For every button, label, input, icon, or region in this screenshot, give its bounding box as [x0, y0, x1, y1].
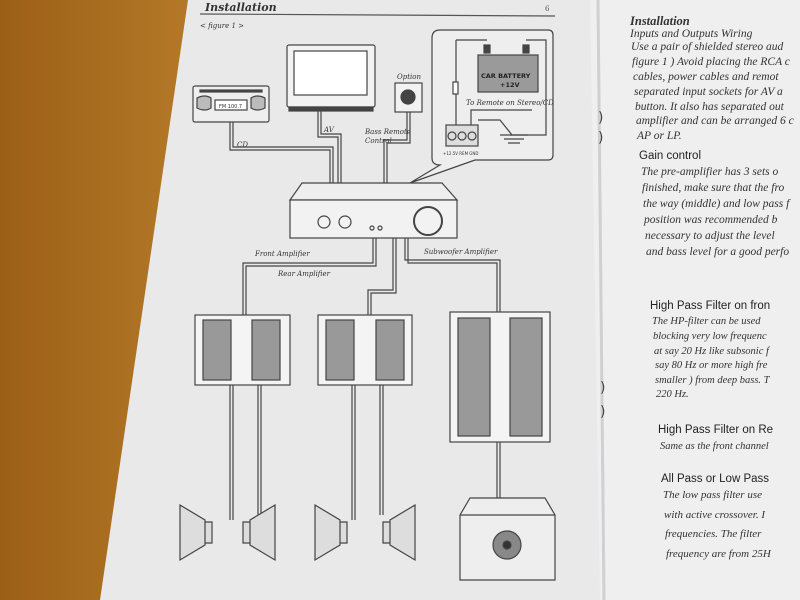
hpf-front-line: blocking very low frequenc	[653, 331, 767, 342]
av-label: AV	[323, 126, 335, 134]
front-speakers	[179, 503, 276, 562]
hpf-front-heading: High Pass Filter on fron	[650, 300, 771, 312]
lpf-line: frequencies. The filter	[665, 528, 762, 540]
book-spine	[596, 0, 606, 600]
intro-line: figure 1 ) Avoid placing the RCA c	[632, 56, 790, 68]
fuse-icon	[452, 81, 459, 95]
binding-ring-mark: )	[600, 404, 606, 420]
intro-line: separated input sockets for AV a	[634, 86, 783, 98]
intro-line: AP or LP.	[637, 130, 682, 142]
gain-line: the way (middle) and low pass f	[643, 198, 790, 210]
hpf-rear-heading: High Pass Filter on Re	[658, 424, 774, 436]
binding-ring-mark: )	[598, 130, 604, 146]
ground-icon	[478, 119, 528, 144]
option-label: Option	[397, 73, 421, 81]
sub-amp-label: Subwoofer Amplifier	[424, 248, 498, 256]
bass-remote-label: Bass Remote	[364, 128, 411, 136]
front-amp-wire	[242, 238, 377, 315]
intro-line: amplifier and can be arranged 6 c	[636, 115, 794, 127]
lpf-line: The low pass filter use	[663, 489, 763, 501]
cd-wire	[229, 122, 334, 183]
intro-line: Use a pair of shielded stereo aud	[631, 41, 784, 53]
section-title: Installation	[630, 14, 690, 28]
av-wire	[317, 111, 342, 183]
gain-line: position was recommended b	[644, 214, 778, 226]
bass-remote-label-2: Control	[365, 137, 392, 145]
figure-label: < figure 1 >	[200, 22, 244, 30]
gain-line: The pre-amplifier has 3 sets o	[641, 166, 779, 178]
car-battery-icon	[477, 54, 539, 93]
binding-ring-mark: )	[600, 380, 606, 396]
rear-speakers	[314, 503, 416, 562]
bass-remote-wire	[383, 112, 411, 183]
gain-line: finished, make sure that the fro	[642, 182, 785, 194]
right-page-paper	[590, 0, 800, 600]
sub-amp-wire	[404, 238, 501, 312]
binding-ring-mark: )	[598, 110, 604, 126]
lpf-heading: All Pass or Low Pass	[661, 473, 770, 485]
gain-line: necessary to adjust the level	[645, 230, 775, 242]
car-stereo-head-unit	[192, 85, 270, 123]
lpf-line: with active crossover. I	[664, 509, 766, 521]
cd-label: CD	[237, 141, 248, 149]
terminal-block	[445, 124, 479, 147]
hpf-front-line: The HP-filter can be used	[652, 316, 761, 327]
hpf-front-line: at say 20 Hz like subsonic f	[654, 346, 769, 357]
intro-line: cables, power cables and remot	[633, 71, 779, 83]
gain-line: and bass level for a good perfo	[646, 246, 790, 258]
header-rule	[199, 13, 556, 17]
monitor	[286, 44, 376, 112]
lpf-line: frequency are from 25H	[666, 548, 771, 560]
section-subtitle: Inputs and Outputs Wiring	[630, 28, 753, 40]
rear-amp-wire	[367, 238, 397, 315]
radio-display-text: FM 100.7	[219, 104, 242, 110]
hpf-front-line: 220 Hz.	[656, 389, 689, 400]
hpf-front-line: say 80 Hz or more high fre	[655, 360, 768, 371]
front-amp-label: Front Amplifier	[254, 250, 310, 258]
battery-voltage: +12V	[500, 81, 520, 89]
front-amplifier	[194, 314, 291, 386]
hpf-front-line: smaller ) from deep bass. T	[655, 375, 770, 386]
remote-label: To Remote on Stereo/CD	[466, 99, 554, 107]
hpf-rear-line: Same as the front channel	[660, 441, 769, 452]
rear-amplifier	[317, 314, 413, 386]
terminal-labels: +12.5V REM GND	[443, 151, 478, 156]
subwoofer-box	[459, 497, 556, 581]
bass-knob-icon	[400, 89, 416, 105]
intro-line: button. It also has separated out	[635, 101, 784, 113]
page-header: Installation	[204, 1, 277, 14]
gain-heading: Gain control	[639, 150, 702, 162]
rear-amp-label: Rear Amplifier	[277, 270, 331, 278]
page-number: 6	[545, 5, 550, 13]
battery-label: CAR BATTERY	[481, 72, 531, 80]
wiring-diagram: FM 100.7	[179, 29, 556, 581]
pre-amplifier	[288, 182, 459, 239]
